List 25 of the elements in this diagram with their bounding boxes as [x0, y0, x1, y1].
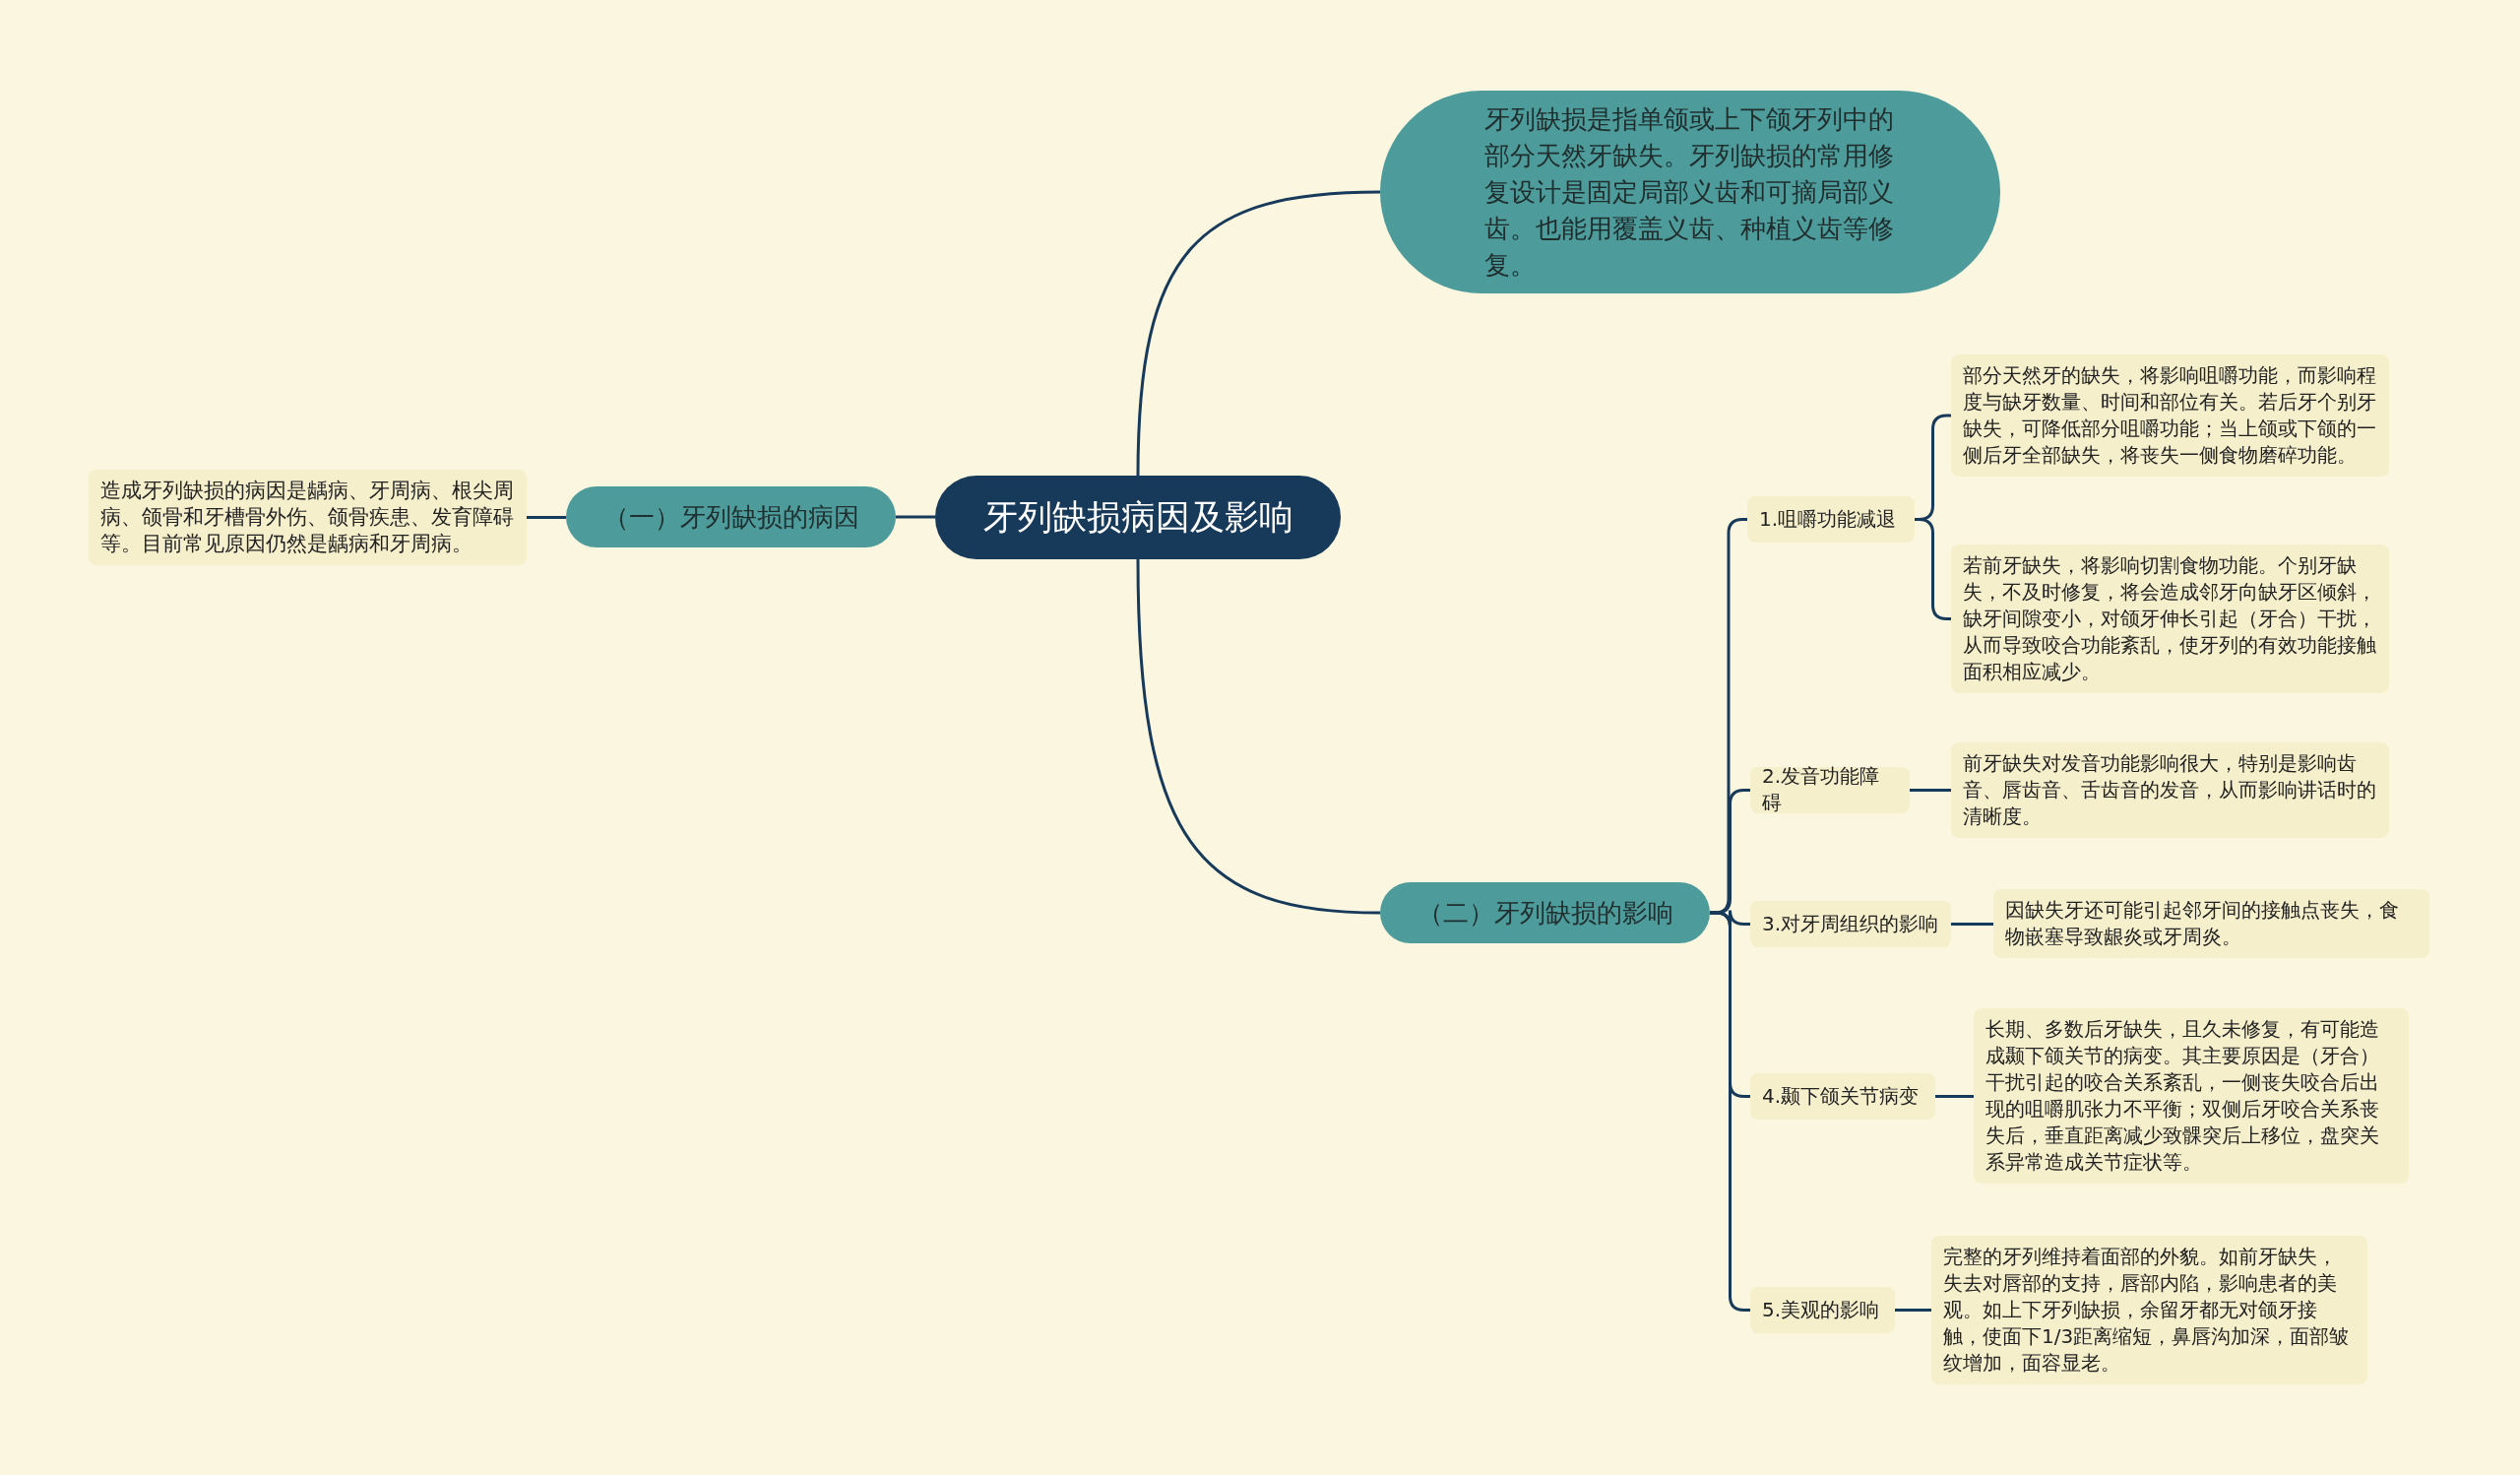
- subtopic-box: 5.美观的影响: [1750, 1286, 1895, 1333]
- topic-bubble: 牙列缺损是指单颌或上下颌牙列中的部分天然牙缺失。牙列缺损的常用修复设计是固定局部义齿和可摘局部义齿。也能用覆盖义齿、种植义齿等修复。: [1380, 91, 2000, 293]
- branch-topic: （一）牙列缺损的病因: [566, 486, 896, 547]
- subtopic-box: 3.对牙周组织的影响: [1750, 900, 1951, 947]
- connector-line: [1136, 558, 1381, 915]
- subtopic-box: 1.咀嚼功能减退: [1747, 495, 1915, 543]
- note-box: 部分天然牙的缺失，将影响咀嚼功能，而影响程度与缺牙数量、时间和部位有关。若后牙个别牙缺失，可降低部分咀嚼功能；当上颌或下颌的一侧后牙全部缺失，将丧失一侧食物磨碎功能。: [1951, 354, 2389, 477]
- branch-topic: （二）牙列缺损的影响: [1380, 882, 1710, 943]
- connector-line: [1951, 923, 1993, 926]
- note-box: 长期、多数后牙缺失，且久未修复，有可能造成颞下颌关节的病变。其主要原因是（牙合）干扰引起的咬合关系紊乱，一侧丧失咬合后出现的咀嚼肌张力不平衡；双侧后牙咬合关系丧失后，垂直距离减少致髁突后上移位，盘突关系异常造成关节症状等。: [1974, 1008, 2409, 1184]
- connector-line: [527, 516, 566, 519]
- connector-line: [1895, 1309, 1931, 1312]
- connector-line: [1710, 911, 1750, 1312]
- connector-line: [1935, 1095, 1974, 1098]
- connector-line: [1136, 190, 1381, 477]
- note-box: 若前牙缺失，将影响切割食物功能。个别牙缺失，不及时修复，将会造成邻牙向缺牙区倾斜，缺牙间隙变小，对颌牙伸长引起（牙合）干扰，从而导致咬合功能紊乱，使牙列的有效功能接触面积相应减少。: [1951, 544, 2389, 693]
- connector-line: [1910, 789, 1951, 792]
- central-topic: 牙列缺损病因及影响: [935, 475, 1341, 559]
- connector-line: [896, 515, 935, 519]
- note-box: 因缺失牙还可能引起邻牙间的接触点丧失，食物嵌塞导致龈炎或牙周炎。: [1993, 889, 2429, 958]
- note-box: 前牙缺失对发音功能影响很大，特别是影响齿音、唇齿音、舌齿音的发音，从而影响讲话时的清晰度。: [1951, 741, 2389, 838]
- subtopic-box: 4.颞下颌关节病变: [1750, 1072, 1935, 1120]
- subtopic-box: 2.发音功能障碍: [1750, 766, 1910, 813]
- note-box: 完整的牙列维持着面部的外貌。如前牙缺失，失去对唇部的支持，唇部内陷，影响患者的美观。如上下牙列缺损，余留牙都无对颌牙接触，使面下1/3距离缩短，鼻唇沟加深，面部皱纹增加，面容显老。: [1931, 1235, 2367, 1384]
- note-box: 造成牙列缺损的病因是龋病、牙周病、根尖周病、颌骨和牙槽骨外伤、颌骨疾患、发育障碍等。目前常见原因仍然是龋病和牙周病。: [89, 469, 527, 565]
